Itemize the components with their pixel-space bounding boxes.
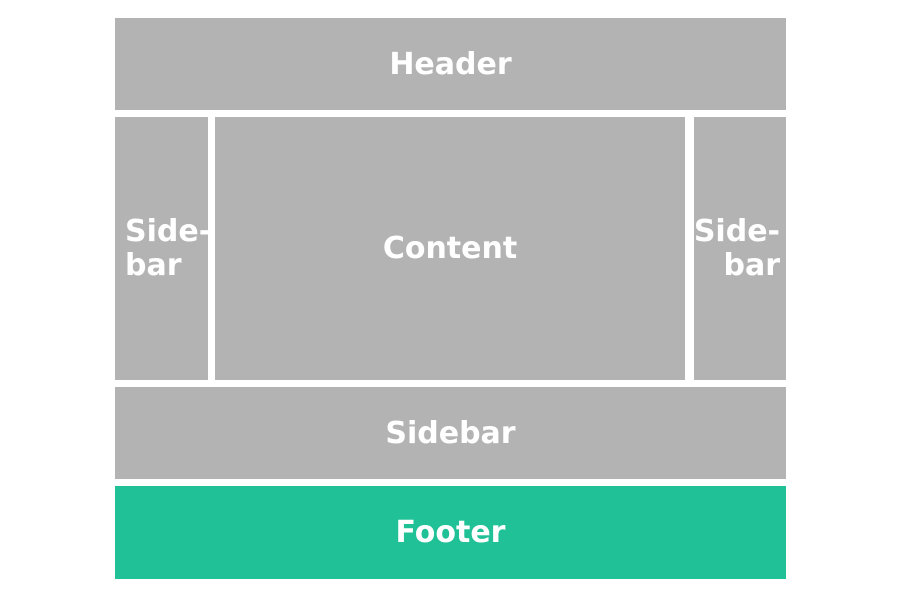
left-sidebar-label: Side- bar [125, 213, 212, 283]
footer-block: Footer [115, 486, 786, 579]
bottom-sidebar-block: Sidebar [115, 387, 786, 479]
left-sidebar-block: Side- bar [115, 117, 212, 380]
content-label: Content [382, 231, 518, 266]
header-label: Header [389, 46, 512, 82]
footer-label: Footer [395, 515, 506, 550]
bottom-sidebar-label: Sidebar [385, 415, 516, 451]
header-block: Header [115, 18, 786, 110]
right-sidebar-block: Side- bar [694, 117, 786, 380]
content-block: Content [215, 117, 685, 380]
right-sidebar-label: Side- bar [693, 213, 780, 283]
